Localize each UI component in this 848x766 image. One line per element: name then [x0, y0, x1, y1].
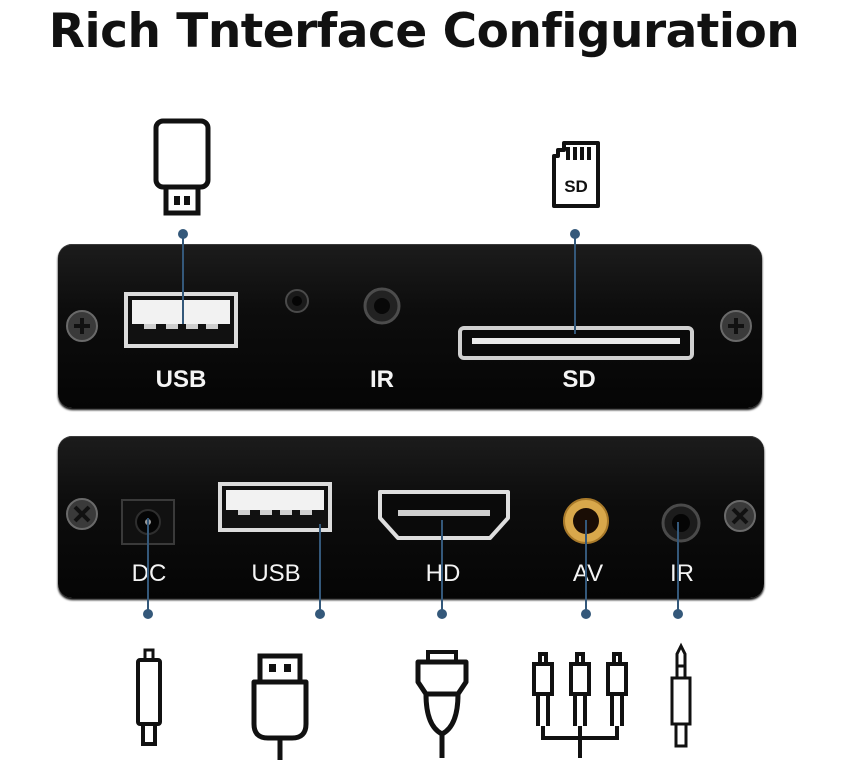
leader-line-dc [147, 518, 149, 614]
bottom-panel: DC USB HD AV IR [58, 436, 764, 598]
reset-hole [285, 289, 309, 313]
bottom-label-dc: DC [131, 560, 167, 587]
leader-dot [315, 609, 325, 619]
audio-jack-icon [670, 642, 692, 748]
screw-icon [724, 500, 756, 532]
ir-receiver [363, 287, 401, 325]
bottom-label-ir: IR [670, 560, 694, 587]
sd-card-icon-text: SD [564, 177, 588, 196]
leader-line-ir [677, 522, 679, 614]
top-panel: USB IR SD [58, 244, 762, 408]
screw-icon [66, 310, 98, 342]
top-label-ir: IR [370, 366, 394, 393]
leader-line-av [585, 520, 587, 614]
top-label-usb: USB [155, 366, 207, 393]
leader-line-sd [574, 234, 576, 334]
screw-icon [66, 498, 98, 530]
usb-flash-drive-icon [153, 118, 211, 216]
leader-line-usb-bottom [319, 524, 321, 614]
leader-dot [673, 609, 683, 619]
dc-plug-icon [136, 648, 162, 746]
rca-av-plug-icon [532, 652, 628, 758]
sd-card-icon: SD [552, 141, 600, 208]
page-title: Rich Tnterface Configuration [48, 4, 800, 59]
leader-dot [437, 609, 447, 619]
top-label-sd: SD [562, 366, 596, 393]
bottom-label-hd: HD [425, 560, 461, 587]
bottom-label-usb: USB [251, 560, 301, 587]
leader-dot [143, 609, 153, 619]
leader-dot [581, 609, 591, 619]
usb-plug-icon [251, 653, 309, 760]
usb-port [124, 292, 238, 348]
screw-icon [720, 310, 752, 342]
bottom-label-av: AV [572, 560, 604, 587]
usb-port [218, 482, 332, 532]
sd-card-slot [458, 326, 694, 360]
leader-line-hd [441, 520, 443, 614]
hdmi-plug-icon [415, 650, 469, 758]
ir-jack [661, 503, 701, 543]
hdmi-port [378, 490, 510, 540]
leader-line-usb [182, 234, 184, 324]
